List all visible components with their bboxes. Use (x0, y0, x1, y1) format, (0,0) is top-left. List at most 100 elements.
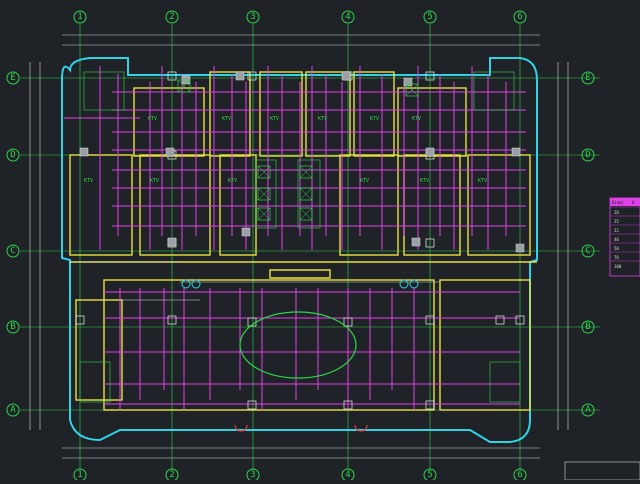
axis-bottom-1: 1 (77, 470, 82, 480)
legend-row-value: 20 (614, 210, 619, 215)
axis-top-1: 1 (77, 12, 82, 22)
walls-layer (69, 71, 537, 411)
elevator-cross (177, 79, 191, 93)
room-wall (139, 154, 211, 256)
column-box (247, 71, 257, 81)
elevator-cross (299, 187, 313, 201)
room-wall (75, 299, 123, 401)
equipment-hatch (79, 147, 89, 157)
room-label: KTV (420, 178, 429, 184)
equipment-hatch (241, 227, 251, 237)
room-wall (397, 87, 467, 157)
legend-row-value: 100 (614, 264, 622, 269)
axis-top-3: 3 (250, 12, 255, 22)
equipment-layer (75, 71, 525, 410)
equipment-hatch (411, 237, 421, 247)
column-box (343, 400, 353, 410)
fan-coil-symbol (181, 279, 191, 289)
axis-grid-lines (20, 24, 600, 470)
dimension-lines (29, 34, 569, 459)
room-wall (133, 87, 205, 157)
elevator-cross (299, 165, 313, 179)
axis-right-D: D (585, 150, 590, 160)
axis-top-2: 2 (169, 12, 174, 22)
room-label: KTV (228, 178, 237, 184)
legend-row-value: 70 (614, 255, 619, 260)
column-box (425, 238, 435, 248)
room-label: KTV (270, 116, 279, 122)
legend-header-b: B(mm) (612, 200, 624, 205)
room-label: KTV (150, 178, 159, 184)
axis-top-1-circle (73, 10, 87, 24)
room-label: KTV (222, 116, 231, 122)
column-box (75, 315, 85, 325)
axis-right-A: A (585, 405, 591, 415)
room-wall (259, 71, 303, 157)
axis-left-A-circle (6, 403, 20, 417)
axis-left-C-circle (6, 244, 20, 258)
column-box (515, 315, 525, 325)
axis-bottom-4: 4 (345, 470, 350, 480)
axis-right-C: C (585, 246, 590, 256)
axis-bottom-3: 3 (250, 470, 255, 480)
room-wall (305, 71, 351, 157)
room-label: KTV (478, 178, 487, 184)
axis-left-D: D (10, 150, 15, 160)
room-wall (439, 279, 531, 411)
column-box (425, 71, 435, 81)
column-box (167, 71, 177, 81)
axis-bottom-5: 5 (427, 470, 432, 480)
column-box (343, 317, 353, 327)
room-wall (103, 279, 435, 411)
room-wall (353, 71, 395, 157)
central-atrium-oval (239, 311, 357, 379)
axis-left-B-circle (6, 320, 20, 334)
equipment-hatch (511, 147, 521, 157)
axis-right-A-circle (581, 403, 595, 417)
equipment-hatch (167, 237, 177, 247)
elevator-box (257, 165, 271, 179)
fan-coil-symbol (191, 279, 201, 289)
axis-right-E-circle (581, 71, 595, 85)
axis-left-A: A (10, 405, 16, 415)
equipment-hatch (425, 147, 435, 157)
room-wall (209, 71, 251, 157)
legend-row-value: 40 (614, 237, 619, 242)
axis-left-B: B (10, 322, 15, 332)
equipment-hatch (165, 147, 175, 157)
stairs-layer (79, 71, 521, 403)
room-label: KTV (318, 116, 327, 122)
room-wall (69, 154, 133, 256)
elevator-cross (405, 83, 419, 97)
elevator-cross (257, 187, 271, 201)
entrance-markers (234, 424, 368, 432)
legend-header-w: W (632, 200, 635, 205)
elevator-box (299, 165, 313, 179)
equipment-hatch (403, 77, 413, 87)
title-block (564, 461, 640, 481)
room-label: KTV (84, 178, 93, 184)
axis-left-D-circle (6, 148, 20, 162)
pipe-layer (64, 66, 526, 410)
stage-wall (269, 269, 331, 279)
elevator-cross (257, 207, 271, 221)
axis-top-5-circle (423, 10, 437, 24)
axis-right-C-circle (581, 244, 595, 258)
legend-row-value: 32 (614, 228, 619, 233)
axis-bottom-6: 6 (517, 470, 522, 480)
axis-right-E: E (585, 73, 590, 83)
room-label: KTV (148, 116, 157, 122)
column-box (425, 400, 435, 410)
elevator-box (299, 187, 313, 201)
elevator-box (405, 83, 419, 97)
elevator-cross (299, 207, 313, 221)
axis-left-E-circle (6, 71, 20, 85)
axis-top-3-circle (246, 10, 260, 24)
legend-row-value: 50 (614, 246, 619, 251)
